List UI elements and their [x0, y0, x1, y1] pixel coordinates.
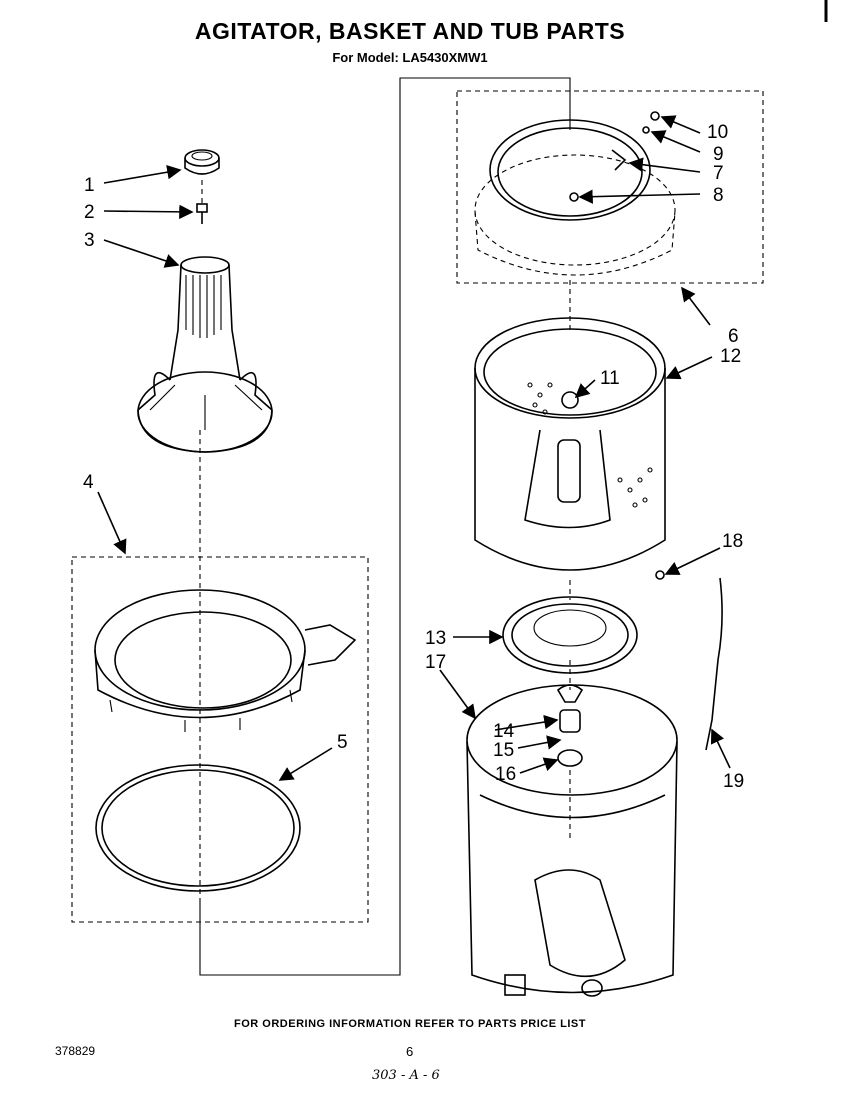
handwritten-reference: 303 - A - 6: [372, 1068, 440, 1083]
model-subtitle: For Model: LA5430XMW1: [332, 50, 488, 65]
callout-18: 18: [722, 531, 743, 552]
basket: [474, 317, 666, 580]
document-number: 378829: [55, 1044, 96, 1058]
page-title: AGITATOR, BASKET AND TUB PARTS: [194, 18, 626, 44]
callout-12: 12: [720, 346, 741, 367]
callout-13: 13: [425, 628, 446, 649]
callout-10: 10: [707, 122, 728, 143]
leader-arrows: [97, 115, 731, 781]
callout-9: 9: [713, 144, 724, 165]
callout-15: 15: [493, 740, 514, 761]
fastener-parts: [569, 111, 660, 202]
connector-lines: [199, 77, 571, 976]
callout-2: 2: [84, 202, 95, 223]
callout-5: 5: [337, 732, 348, 753]
callout-17: 17: [425, 652, 446, 673]
tub-seal-ring: [95, 764, 301, 892]
callout-4: 4: [83, 472, 94, 493]
callout-16: 16: [495, 764, 516, 785]
callout-8: 8: [713, 185, 724, 206]
callout-1: 1: [84, 175, 95, 196]
assembly-box-6: [456, 90, 764, 284]
callout-19: 19: [723, 771, 744, 792]
callout-7: 7: [713, 163, 724, 184]
callout-labels: 1 2 3 4 5 6 7 8 9 10 11 12 13 14 15 16 1…: [83, 122, 744, 792]
ordering-note: FOR ORDERING INFORMATION REFER TO PARTS …: [234, 1018, 586, 1030]
tub-ring: [94, 589, 357, 732]
agitator-bolt: [196, 180, 208, 224]
balance-ring: [474, 119, 676, 276]
agitator: [137, 256, 273, 453]
callout-6: 6: [728, 326, 739, 347]
callout-14: 14: [493, 721, 515, 742]
callout-3: 3: [84, 230, 95, 251]
callout-11: 11: [600, 368, 620, 389]
assembly-box-4: [71, 556, 369, 923]
page-number: 6: [406, 1044, 414, 1059]
agitator-cap: [184, 149, 220, 175]
